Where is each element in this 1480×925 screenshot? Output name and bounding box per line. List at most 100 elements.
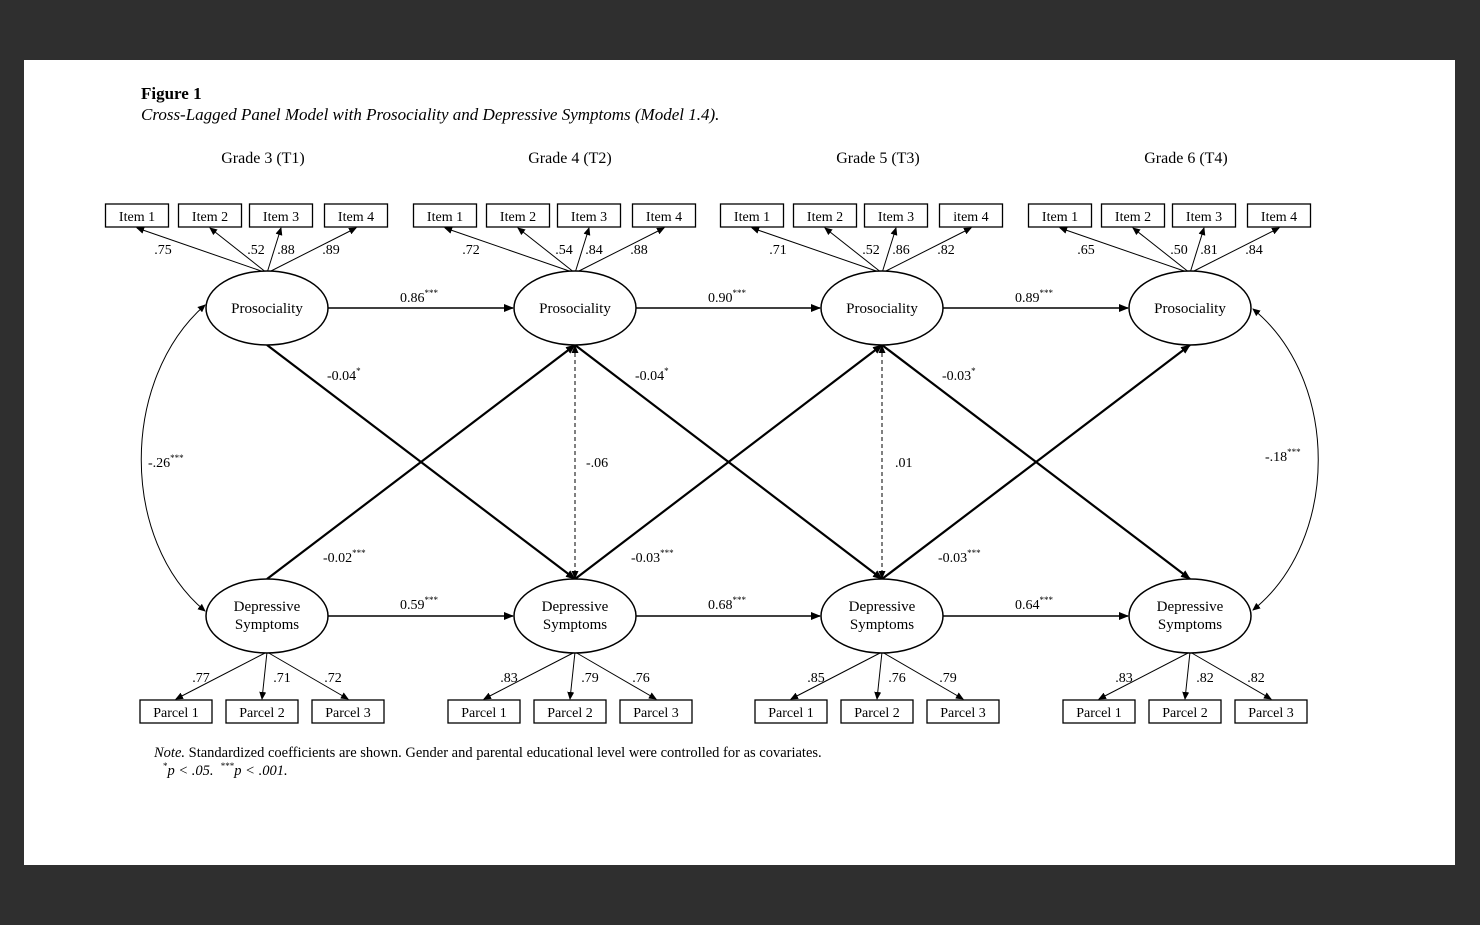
item-label-t1-1: Item 1 bbox=[119, 210, 155, 225]
item-box-t1-1 bbox=[104, 203, 170, 228]
parcel-box-t2-1 bbox=[447, 699, 521, 724]
parcel-box-t2-2 bbox=[533, 699, 607, 724]
loading-arrow-t3-item1 bbox=[751, 226, 883, 274]
item-label-t1-3: Item 3 bbox=[263, 210, 299, 225]
pros-stability-coef-3-significance: *** bbox=[1040, 288, 1054, 298]
item-label-t4-1: Item 1 bbox=[1042, 210, 1078, 225]
item-loading-t1-1: .75 bbox=[154, 243, 172, 258]
prosociality-label-t3: Prosociality bbox=[846, 301, 918, 317]
loading-arrow-t1-item4 bbox=[266, 227, 357, 274]
parcel-box-t3-2 bbox=[840, 699, 914, 724]
parcel-loading-t1-3: .72 bbox=[324, 671, 342, 686]
sig-text-2: p < .001. bbox=[234, 763, 288, 779]
dep-stability-coef-2-value: 0.68 bbox=[708, 598, 733, 613]
prosociality-node-t1 bbox=[205, 270, 329, 346]
loading-arrow-t4-item3 bbox=[1189, 227, 1206, 274]
item-label-t1-2: Item 2 bbox=[192, 210, 228, 225]
parcel-box-t4-2 bbox=[1148, 699, 1222, 724]
covariance-coef-t2-value: -.06 bbox=[586, 456, 608, 471]
item-box-t2-4 bbox=[631, 203, 697, 228]
loading-arrow-t1-parcel1 bbox=[175, 651, 268, 700]
prosociality-label-t2: Prosociality bbox=[539, 301, 611, 317]
item-loading-t4-4: .84 bbox=[1245, 243, 1263, 258]
dep-to-pros-coef-1: -0.02*** bbox=[323, 548, 366, 566]
pros-stability-coef-1-significance: *** bbox=[425, 288, 439, 298]
item-box-t3-3 bbox=[863, 203, 929, 228]
dep-stability-coef-3-significance: *** bbox=[1040, 595, 1054, 605]
dep-to-pros-coef-1-significance: *** bbox=[352, 548, 366, 558]
item-loading-t4-2: .50 bbox=[1170, 243, 1188, 258]
pros-stability-coef-2-value: 0.90 bbox=[708, 291, 733, 306]
depressive-node-t3 bbox=[820, 578, 944, 654]
parcel-loading-t4-3: .82 bbox=[1247, 671, 1265, 686]
item-loading-t3-1: .71 bbox=[769, 243, 787, 258]
depressive-node-t4 bbox=[1128, 578, 1252, 654]
parcel-label-t3-3: Parcel 3 bbox=[940, 706, 985, 721]
item-loading-t4-3: .81 bbox=[1200, 243, 1218, 258]
prosociality-label-t4: Prosociality bbox=[1154, 301, 1226, 317]
parcel-label-t2-1: Parcel 1 bbox=[461, 706, 506, 721]
item-box-t2-3 bbox=[556, 203, 622, 228]
parcel-box-t4-3 bbox=[1234, 699, 1308, 724]
loading-arrow-t4-item4 bbox=[1189, 227, 1280, 274]
sig-mark-2: *** bbox=[220, 761, 235, 772]
dep-to-pros-path-3 bbox=[881, 344, 1191, 580]
depressive-label-line2-t3: Symptoms bbox=[850, 617, 914, 633]
parcel-box-t1-3 bbox=[311, 699, 385, 724]
parcel-loading-t3-2: .76 bbox=[888, 671, 906, 686]
depressive-label-line2-t1: Symptoms bbox=[235, 617, 299, 633]
item-loading-t2-1: .72 bbox=[462, 243, 480, 258]
item-loading-t1-3: .88 bbox=[277, 243, 295, 258]
pros-stability-coef-2-significance: *** bbox=[733, 288, 747, 298]
parcel-loading-t4-2: .82 bbox=[1196, 671, 1214, 686]
item-box-t4-4 bbox=[1246, 203, 1312, 228]
covariance-coef-t1-significance: *** bbox=[170, 453, 184, 463]
grade-label-t3: Grade 5 (T3) bbox=[836, 150, 920, 167]
loading-arrow-t2-parcel3 bbox=[574, 651, 657, 700]
loading-arrow-t3-parcel2 bbox=[874, 651, 883, 700]
covariance-path-t4 bbox=[1252, 308, 1319, 611]
dep-to-pros-coef-1-value: -0.02 bbox=[323, 551, 352, 566]
pros-to-dep-coef-1-value: -0.04 bbox=[327, 369, 356, 384]
loading-arrow-t3-item3 bbox=[881, 227, 898, 274]
item-box-t1-3 bbox=[248, 203, 314, 228]
item-loading-t3-4: .82 bbox=[937, 243, 955, 258]
item-label-t3-4: item 4 bbox=[953, 210, 988, 225]
parcel-loading-t2-2: .79 bbox=[581, 671, 599, 686]
item-label-t4-2: Item 2 bbox=[1115, 210, 1151, 225]
loading-arrow-t3-item4 bbox=[881, 227, 972, 274]
pros-to-dep-coef-2-significance: * bbox=[664, 366, 669, 376]
pros-to-dep-coef-3-significance: * bbox=[971, 366, 976, 376]
pros-to-dep-coef-1-significance: * bbox=[356, 366, 361, 376]
item-box-t1-2 bbox=[177, 203, 243, 228]
loading-arrow-t2-parcel2 bbox=[567, 651, 576, 700]
covariance-coef-t1: -.26*** bbox=[148, 453, 184, 471]
parcel-loading-t3-3: .79 bbox=[939, 671, 957, 686]
dep-stability-coef-1: 0.59*** bbox=[400, 595, 439, 613]
loading-arrow-t4-item2 bbox=[1132, 227, 1191, 274]
dep-stability-coef-1-significance: *** bbox=[425, 595, 439, 605]
covariance-path-t1 bbox=[140, 304, 206, 612]
item-label-t1-4: Item 4 bbox=[338, 210, 374, 225]
covariance-coef-t4: -.18*** bbox=[1265, 447, 1301, 465]
loading-arrow-t1-item2 bbox=[209, 227, 268, 274]
parcel-label-t4-3: Parcel 3 bbox=[1248, 706, 1293, 721]
note-label: Note. bbox=[154, 745, 186, 761]
grade-label-t2: Grade 4 (T2) bbox=[528, 150, 612, 167]
parcel-loading-t2-3: .76 bbox=[632, 671, 650, 686]
pros-to-dep-coef-2: -0.04* bbox=[635, 366, 669, 384]
figure-caption: Cross-Lagged Panel Model with Prosociali… bbox=[141, 105, 720, 124]
depressive-label-line1-t3: Depressive bbox=[849, 599, 916, 615]
loading-arrow-t2-item2 bbox=[517, 227, 576, 274]
grade-label-t4: Grade 6 (T4) bbox=[1144, 150, 1228, 167]
parcel-box-t1-1 bbox=[139, 699, 213, 724]
loading-arrow-t3-parcel1 bbox=[790, 651, 883, 700]
item-box-t2-1 bbox=[412, 203, 478, 228]
loading-arrow-t2-item4 bbox=[574, 227, 665, 274]
dep-stability-coef-1-value: 0.59 bbox=[400, 598, 425, 613]
item-loading-t3-3: .86 bbox=[892, 243, 910, 258]
item-loading-t2-3: .84 bbox=[585, 243, 603, 258]
item-loading-t1-2: .52 bbox=[247, 243, 265, 258]
pros-to-dep-coef-2-value: -0.04 bbox=[635, 369, 664, 384]
